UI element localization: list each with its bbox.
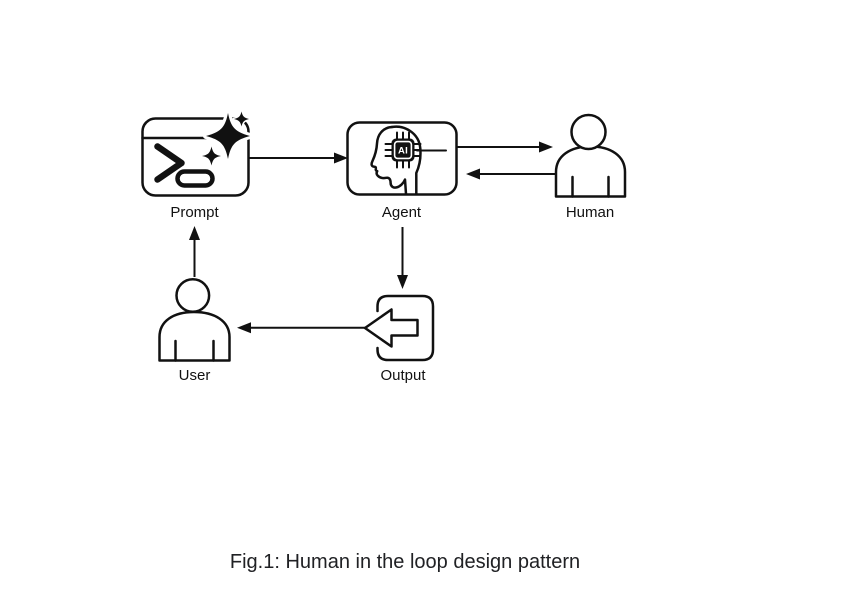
arrowhead-right-icon xyxy=(334,152,348,164)
arrowhead-down-icon xyxy=(397,275,408,289)
export-arrow-icon xyxy=(363,294,435,362)
edge-agent-to-output xyxy=(397,227,408,289)
head-profile-back xyxy=(390,125,422,196)
output-arrow-outline xyxy=(363,308,419,348)
chip-pins xyxy=(384,131,422,169)
node-output: Output xyxy=(363,294,435,384)
edge-output-to-user xyxy=(237,322,365,334)
node-human: Human xyxy=(554,113,627,221)
person-icon xyxy=(158,277,231,362)
node-prompt: Prompt xyxy=(141,110,253,221)
ai-chip-inner-border xyxy=(393,140,413,160)
node-label-human: Human xyxy=(566,204,614,221)
figure-caption: Fig.1: Human in the loop design pattern xyxy=(229,551,581,573)
node-label-agent: Agent xyxy=(382,204,422,221)
sparkle-small-bottom-icon xyxy=(200,145,223,167)
node-agent: AI Agent xyxy=(346,121,458,221)
person-icon xyxy=(554,113,627,198)
terminal-chevron xyxy=(154,143,185,183)
edge-agent-to-human xyxy=(457,141,553,153)
person-torso xyxy=(158,310,231,362)
arrowhead-right-icon xyxy=(539,141,553,153)
arrowhead-left-icon xyxy=(466,168,480,180)
person-torso xyxy=(554,145,627,198)
node-label-user: User xyxy=(179,367,211,384)
ai-chip-label: AI xyxy=(398,146,408,157)
sparkle-small-top-icon xyxy=(232,110,251,128)
terminal-cursor-pill xyxy=(175,169,215,188)
edge-prompt-to-agent xyxy=(249,152,348,164)
terminal-sparkle-icon xyxy=(141,110,253,197)
node-user: User xyxy=(158,277,231,384)
node-label-prompt: Prompt xyxy=(170,204,219,221)
head-profile-front xyxy=(370,125,408,196)
edge-user-to-prompt xyxy=(189,226,200,277)
arrowhead-up-icon xyxy=(189,226,200,240)
person-head xyxy=(570,113,607,151)
edge-human-to-agent xyxy=(466,168,555,180)
person-head xyxy=(175,277,211,314)
arrowhead-left-icon xyxy=(237,322,251,334)
node-label-output: Output xyxy=(380,367,426,384)
ai-head-chip-icon xyxy=(346,121,458,196)
ai-chip-body xyxy=(391,138,415,162)
sparkle-large-icon xyxy=(203,110,253,162)
